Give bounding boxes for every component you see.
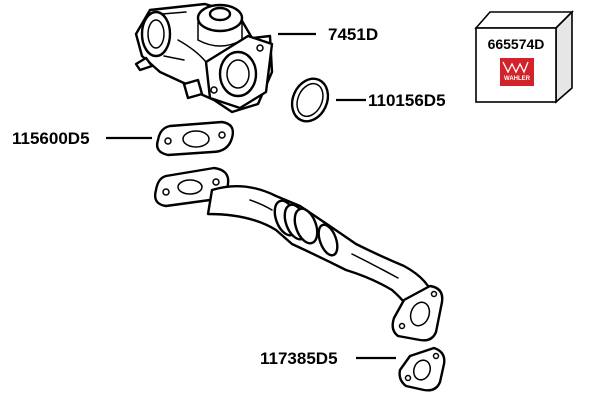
label-upper-gasket: 115600D5	[12, 129, 90, 148]
upper-gasket-drawing	[155, 120, 235, 157]
kit-brand: WAHLER	[504, 76, 531, 82]
label-egr-valve: 7451D	[328, 25, 378, 44]
kit-number: 665574D	[488, 36, 545, 52]
egr-valve-drawing	[134, 2, 274, 114]
label-o-ring: 110156D5	[368, 91, 446, 110]
egr-pipe-drawing	[153, 166, 444, 342]
label-lower-gasket: 117385D5	[260, 349, 338, 368]
lower-gasket-drawing	[398, 346, 446, 392]
wahler-logo: WAHLER	[500, 58, 534, 86]
o-ring-drawing	[290, 77, 330, 123]
kit-box: 665574D WAHLER	[474, 10, 574, 104]
